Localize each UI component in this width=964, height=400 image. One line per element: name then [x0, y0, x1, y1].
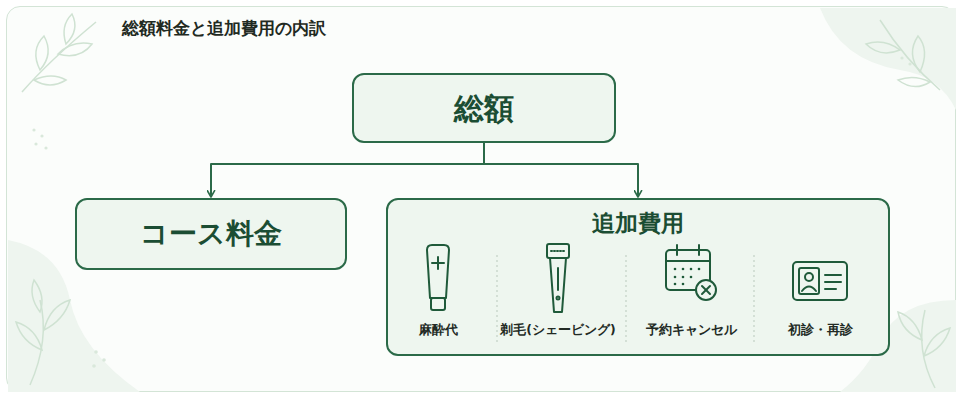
diagram-title: 総額料金と追加費用の内訳	[122, 17, 326, 40]
dot	[94, 350, 98, 354]
dot	[40, 134, 43, 137]
dot-cluster	[32, 56, 911, 367]
leaf	[912, 36, 924, 72]
leaf	[64, 14, 75, 44]
corner-blob	[820, 8, 956, 110]
dot	[44, 146, 47, 149]
leaf-sprig	[16, 280, 70, 385]
cost-item-label: 予約キャンセル	[646, 322, 737, 339]
leaf	[32, 280, 42, 312]
dot	[908, 62, 911, 65]
leaf	[924, 328, 950, 356]
category-box: コース料金	[75, 198, 347, 270]
box-heading: 追加費用	[592, 211, 684, 236]
leaf	[58, 43, 92, 56]
branch-arrow	[211, 143, 484, 197]
leaf	[16, 322, 42, 350]
leaf	[36, 36, 48, 70]
box-label: 総額	[454, 92, 514, 125]
cost-item-label: 麻酔代	[419, 322, 458, 339]
branch-arrow	[484, 143, 638, 197]
leaf-sprig	[866, 20, 940, 90]
leaf-stem	[880, 20, 940, 90]
leaf-stem	[922, 310, 935, 388]
box-label: コース料金	[140, 219, 282, 250]
leaf-sprig	[898, 310, 950, 388]
cost-item-label: 剃毛(シェービング)	[500, 322, 615, 339]
dot	[32, 128, 35, 131]
leaf-stem	[30, 300, 43, 385]
leaf	[34, 76, 66, 85]
leaf-stem	[22, 22, 96, 92]
leaf	[898, 312, 922, 340]
dot	[900, 56, 903, 59]
dot	[34, 142, 37, 145]
leaf-sprig	[22, 14, 96, 92]
leaf	[898, 77, 930, 86]
dot	[92, 364, 96, 368]
total-box: 総額	[352, 73, 616, 143]
leaf	[866, 42, 900, 53]
leaf	[44, 300, 70, 330]
dot	[102, 358, 106, 362]
cost-item-label: 初診・再診	[788, 322, 853, 339]
